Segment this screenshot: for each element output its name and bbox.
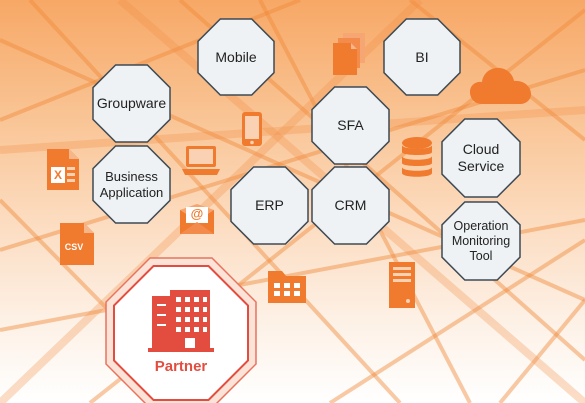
- node-groupware-label: Groupware: [96, 95, 167, 111]
- csv-file-shape: [60, 223, 94, 265]
- node-mobile-octagon: [197, 18, 275, 96]
- partner-label: Partner: [154, 358, 208, 375]
- node-mobile[interactable]: Mobile: [197, 18, 275, 96]
- node-sfa-label: SFA: [337, 117, 364, 133]
- node-bi-octagon: [383, 18, 461, 96]
- node-bi[interactable]: BI: [383, 18, 461, 96]
- database-icon: [402, 137, 432, 177]
- node-sfa[interactable]: SFA: [311, 86, 390, 165]
- node-crm-label: CRM: [334, 197, 367, 213]
- server-icon: [389, 262, 415, 308]
- node-cloud-service-label: Cloud Service: [457, 141, 505, 174]
- email-at-sign: @: [190, 206, 204, 221]
- email-icon: @: [180, 204, 214, 234]
- node-cloud-service-octagon: [441, 118, 521, 198]
- laptop-icon: [182, 146, 220, 175]
- email-envelope-shape: [180, 204, 214, 234]
- node-erp[interactable]: ERP: [230, 166, 309, 245]
- documents-icon: [333, 33, 365, 75]
- node-crm[interactable]: CRM: [311, 166, 390, 245]
- excel-file-shape: [47, 149, 79, 190]
- node-business-application[interactable]: Business Application: [92, 145, 171, 224]
- excel-file-icon: X: [47, 149, 79, 190]
- node-operation-monitoring-tool-label: Operation Monitoring Tool: [451, 218, 511, 263]
- node-groupware[interactable]: Groupware: [92, 64, 171, 143]
- node-business-application-octagon: [92, 145, 171, 224]
- folder-icon: [268, 271, 306, 303]
- node-mobile-label: Mobile: [215, 48, 257, 65]
- node-cloud-service[interactable]: Cloud Service: [441, 118, 521, 198]
- building-icon: [148, 290, 214, 352]
- node-operation-monitoring-tool-octagon: [441, 201, 521, 281]
- node-operation-monitoring-tool[interactable]: Operation Monitoring Tool: [441, 201, 521, 281]
- node-groupware-octagon: [92, 64, 171, 143]
- csv-icon-label: CSV: [64, 242, 84, 252]
- node-sfa-octagon: [311, 86, 390, 165]
- node-business-application-label: Business Application: [99, 168, 164, 200]
- node-crm-octagon: [311, 166, 390, 245]
- smartphone-icon: [242, 112, 262, 146]
- node-erp-octagon: [230, 166, 309, 245]
- node-erp-label: ERP: [255, 197, 284, 213]
- excel-icon-label: X: [53, 168, 62, 182]
- csv-file-icon: CSV: [60, 223, 94, 265]
- node-bi-label: BI: [415, 48, 429, 65]
- cloud-icon: [470, 67, 531, 104]
